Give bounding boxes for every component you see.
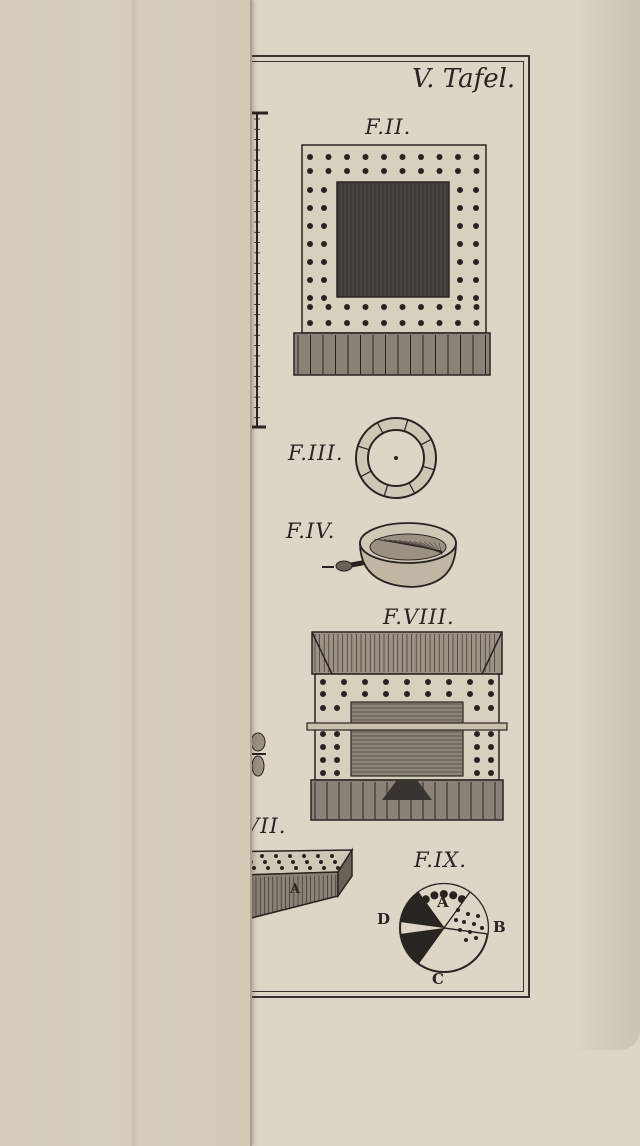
figure-2-label: F.II. (365, 115, 412, 139)
figure-3-label: F.III. (288, 441, 344, 465)
figure-8-label: F.VIII. (383, 605, 455, 629)
figure-2-furnace-grate (293, 144, 491, 376)
figure-9-label-c: C (432, 970, 444, 988)
figure-9-disc (399, 882, 490, 973)
key-fragment-icon (250, 732, 266, 777)
figure-8-furnace (306, 631, 508, 821)
figure-4-label: F.IV. (286, 519, 336, 543)
figure-9-label-d: D (377, 910, 391, 928)
figure-3-ring (355, 417, 437, 499)
figure-9-label: F.IX. (414, 848, 467, 872)
figure-7-label-a: A (290, 882, 301, 897)
page-fold-shadow (575, 0, 640, 1050)
figure-9-label-a: A (437, 893, 449, 911)
figure-4-pan (322, 522, 457, 588)
plate-title: V. Tafel. (412, 64, 516, 94)
ruler-fragment (252, 111, 268, 429)
figure-9-label-b: B (493, 918, 506, 936)
folded-paper-flap (0, 0, 252, 1146)
